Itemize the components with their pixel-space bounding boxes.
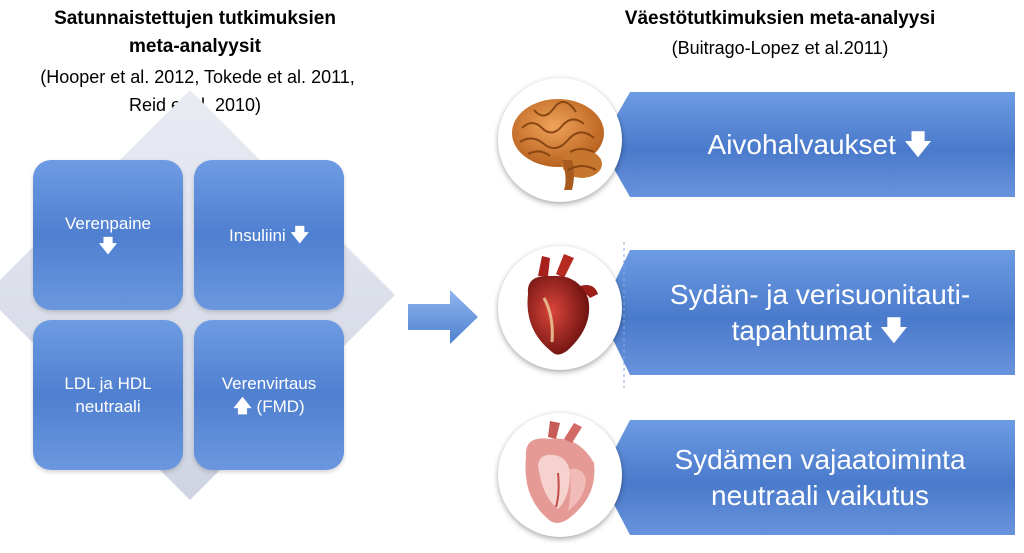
- tile-ldl-hdl: LDL ja HDL neutraali: [33, 320, 183, 470]
- left-title-line1: Satunnaistettujen tutkimuksien: [54, 8, 336, 29]
- right-title: Väestötutkimuksien meta-analyysi: [624, 8, 936, 29]
- panel-stroke-label: Aivohalvaukset: [707, 128, 896, 160]
- tile-blood-pressure-label: Verenpaine: [64, 214, 152, 233]
- panel-heart-failure: Sydämen vajaatoiminta neutraali vaikutus: [600, 420, 1015, 535]
- right-arrow-icon: [408, 290, 478, 344]
- heart-icon: [527, 254, 598, 355]
- panel-heart-failure-line2: neutraali vaikutus: [711, 479, 929, 511]
- heart-cross-section-image: [498, 413, 622, 537]
- tile-blood-flow-line2: 🡅 (FMD): [233, 395, 304, 418]
- brain-image: [498, 78, 622, 202]
- brain-icon: [512, 99, 604, 190]
- panel-cvd-label: tapahtumat: [731, 314, 872, 346]
- tile-ldl-hdl-line1: LDL ja HDL: [64, 374, 152, 393]
- tile-blood-flow: Verenvirtaus 🡅 (FMD): [194, 320, 344, 470]
- tile-ldl-hdl-line2: neutraali: [75, 397, 141, 416]
- panel-stroke: Aivohalvaukset 🡇: [600, 92, 1015, 197]
- heart-cross-section-icon: [525, 421, 595, 523]
- down-arrow-icon: 🡇: [98, 236, 118, 256]
- panel-stroke-text: Aivohalvaukset 🡇: [708, 127, 933, 163]
- down-arrow-icon: 🡇: [903, 128, 933, 160]
- tile-blood-flow-label: Verenvirtaus: [221, 374, 317, 393]
- panel-cardiovascular-events: Sydän- ja verisuonitauti- tapahtumat 🡇: [600, 250, 1015, 375]
- right-reference: (Buitrago-Lopez et al.2011): [671, 38, 889, 58]
- down-arrow-icon: 🡇: [290, 224, 309, 245]
- panel-heart-failure-line1: Sydämen vajaatoiminta: [674, 443, 966, 475]
- tile-blood-flow-suffix: (FMD): [256, 397, 305, 416]
- heart-image: [498, 246, 622, 370]
- tile-insulin-content: Insuliini 🡇: [229, 224, 309, 247]
- up-arrow-icon: 🡅: [233, 396, 252, 416]
- tile-insulin-label: Insuliini: [229, 225, 286, 245]
- tile-blood-pressure: Verenpaine 🡇: [33, 160, 183, 310]
- left-references-line1: (Hooper et al. 2012, Tokede et al. 2011,: [40, 67, 355, 87]
- dashed-connector: [623, 242, 625, 388]
- panel-cvd-line2: tapahtumat 🡇: [732, 313, 909, 349]
- left-title-line2: meta-analyysit: [128, 36, 261, 57]
- panel-cvd-line1: Sydän- ja verisuonitauti-: [669, 278, 971, 310]
- tile-insulin: Insuliini 🡇: [194, 160, 344, 310]
- down-arrow-icon: 🡇: [879, 314, 909, 346]
